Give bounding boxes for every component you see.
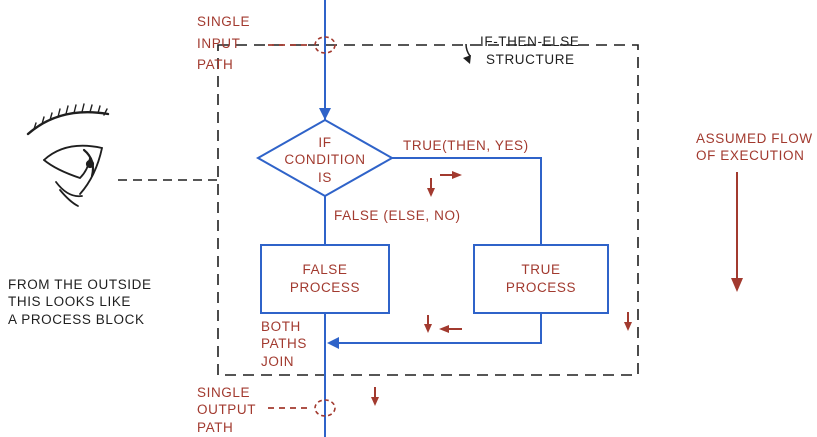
input-connector-circle <box>314 36 336 54</box>
single-input-label-1: SINGLE <box>197 14 250 29</box>
output-connector-circle <box>314 399 336 417</box>
both-paths-join-label-1: BOTH <box>261 319 301 334</box>
structure-pointer-head <box>463 55 471 64</box>
structure-pointer-arrow <box>465 43 471 57</box>
structure-label-1: IF-THEN-ELSE <box>480 34 579 49</box>
structure-boundary-box <box>217 44 639 376</box>
single-output-label-2: OUTPUT <box>197 402 256 417</box>
both-paths-join-label-2: PATHS <box>261 336 307 351</box>
false-process-box <box>260 244 390 314</box>
false-process-label-2: PROCESS <box>290 280 360 295</box>
structure-label-2: STRUCTURE <box>486 52 575 67</box>
single-input-label-2: INPUT <box>197 36 241 51</box>
both-paths-join-label-3: JOIN <box>261 354 294 369</box>
false-process-label-1: FALSE <box>302 262 347 277</box>
condition-label-2: CONDITION <box>284 152 365 167</box>
assumed-flow-label-2: OF EXECUTION <box>696 148 804 163</box>
input-arrow <box>319 108 331 120</box>
true-process-return-line <box>333 313 542 344</box>
single-input-label-3: PATH <box>197 57 233 72</box>
outside-view-label-3: A PROCESS BLOCK <box>8 312 145 327</box>
assumed-flow-label-1: ASSUMED FLOW <box>696 131 813 146</box>
true-branch-label: TRUE(THEN, YES) <box>403 138 529 153</box>
true-process-label-2: PROCESS <box>506 280 576 295</box>
eye-icon <box>26 103 110 207</box>
true-branch-line <box>392 157 542 245</box>
true-process-box <box>473 244 609 314</box>
true-process-label-1: TRUE <box>521 262 560 277</box>
condition-label-1: IF <box>318 135 331 150</box>
outside-view-label-2: THIS LOOKS LIKE <box>8 294 131 309</box>
red-flow-arrows <box>371 171 743 406</box>
false-branch-label: FALSE (ELSE, NO) <box>334 208 461 223</box>
outside-view-label-1: FROM THE OUTSIDE <box>8 277 152 292</box>
condition-label-3: IS <box>318 170 332 185</box>
single-output-label-1: SINGLE <box>197 385 250 400</box>
join-arrow <box>327 337 339 349</box>
single-output-label-3: PATH <box>197 420 233 435</box>
